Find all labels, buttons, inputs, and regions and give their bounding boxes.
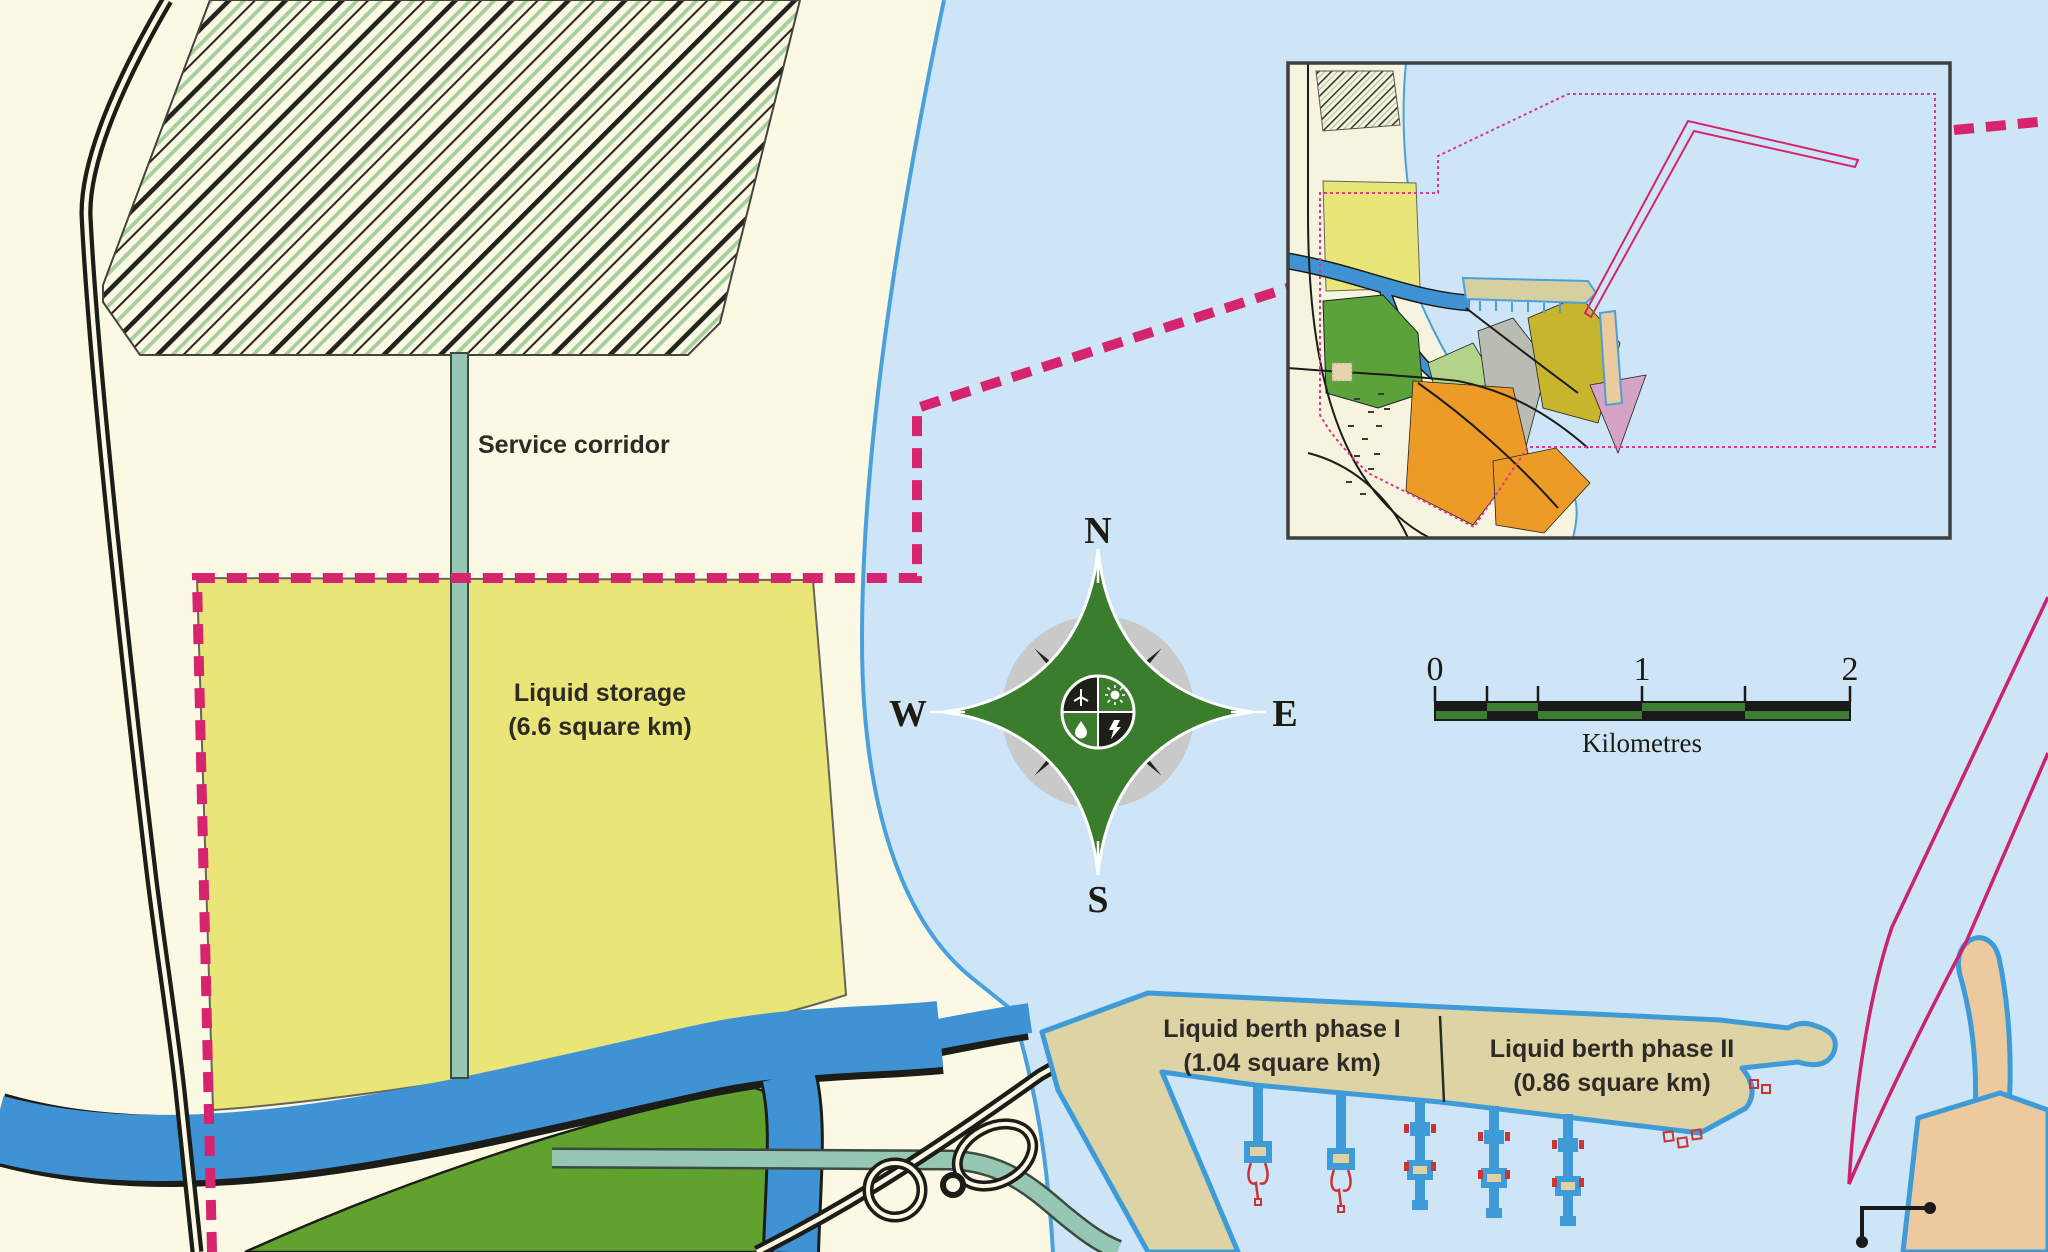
scale-bar: 0 1 2 Kilometres [1427,651,1859,758]
inset-tan-square [1331,362,1353,382]
jetty-structures [1242,1079,1771,1226]
scale-label-1: 1 [1634,651,1651,688]
scale-label-0: 0 [1427,651,1444,688]
liquid-storage-label-line2: (6.6 square km) [508,713,691,741]
project-boundary-dashed [191,116,2048,1252]
service-corridor-label: Service corridor [478,431,670,459]
wind-turbine-icon [1073,689,1089,706]
compass-center-emblem [1060,674,1136,750]
liquid-berth-pier [1039,990,1838,1252]
compass-tip-lines [930,549,1266,875]
planned-breakwater-outline [1847,596,2048,1185]
reclaimed-area-bottom-right [1900,1090,2048,1252]
compass-w: W [889,693,927,735]
berth-phase1-label-line2: (1.04 square km) [1183,1049,1380,1077]
inset-pier-horizontal [1461,276,1598,305]
inset-dotted-boundary [1319,93,1936,529]
service-corridor-strip [450,352,469,1079]
interchange-road [754,1036,1102,1252]
compass-s: S [1087,879,1108,921]
berth-phase-divider [1438,1015,1446,1103]
scale-label-2: 2 [1842,651,1859,688]
coastal-road [79,0,204,1252]
compass-e: E [1272,693,1297,735]
breakwater-hook [1955,935,2013,1123]
berth-phase1-label-line1: Liquid berth phase I [1163,1015,1401,1043]
compass-n: N [1084,510,1111,552]
leader-bracket [1856,1202,1936,1248]
inset-pier-vertical [1598,309,1624,407]
scale-unit-label: Kilometres [1582,728,1702,758]
lightning-bolt-icon [1109,720,1121,739]
scale-bar-segments [1434,701,1851,721]
liquid-storage-label-line1: Liquid storage [514,679,686,707]
inset-border [1286,61,1952,540]
sun-icon [1105,685,1125,705]
mooring-markers [1662,1079,1771,1149]
inset-overview-map [1286,61,1952,540]
inset-jetty-ticks [1479,301,1561,313]
inset-marsh [1346,393,1390,495]
berth-phase2-label-line2: (0.86 square km) [1513,1069,1710,1097]
inset-breakwater-outline [1583,119,1860,319]
scale-bar-ticks [1433,686,1852,702]
jetty-corridor-strip [551,1147,1123,1252]
hatched-area [102,0,802,356]
water-drop-icon [1075,721,1087,739]
inset-hatched-area [1315,70,1401,132]
coastline [859,0,1055,1252]
berth-phase2-label-line1: Liquid berth phase II [1490,1035,1734,1063]
compass-rose [930,548,1266,876]
